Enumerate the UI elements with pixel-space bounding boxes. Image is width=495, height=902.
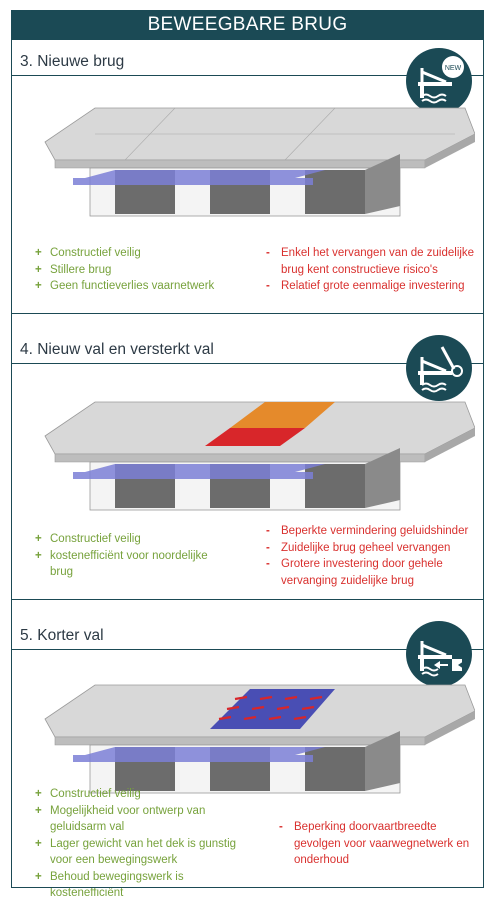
section-bottom-border [11, 887, 484, 888]
shorter-span-icon [418, 641, 464, 677]
pro-item: +Behoud bewegingswerk is kostenefficiënt [35, 870, 184, 900]
pro-item: +Constructief veilig [35, 788, 141, 800]
section-new-and-reinforced-span: 4. Nieuw val en versterkt val +Construct… [11, 313, 484, 599]
panel-left-border [11, 313, 12, 599]
cons-list: -Enkel het vervangen van de zuidelijke b… [266, 245, 476, 295]
pros-list: +Constructief veilig +Stillere brug +Gee… [35, 245, 245, 295]
cons-list: -Beperkte vermindering geluidshinder -Zu… [266, 523, 476, 589]
pro-item: +Constructief veilig [35, 247, 141, 259]
panel-right-border [483, 599, 484, 888]
pros-list: +Constructief veilig +kostenefficiënt vo… [35, 531, 215, 581]
con-item: -Enkel het vervangen van de zuidelijke b… [266, 247, 475, 276]
page-header: BEWEEGBARE BRUG [11, 10, 484, 40]
con-item: -Relatief grote eenmalige investering [266, 280, 465, 292]
con-item: -Zuidelijke brug geheel vervangen [266, 541, 451, 554]
section-title: 3. Nieuwe brug [20, 53, 125, 70]
page-title: BEWEEGBARE BRUG [147, 14, 348, 35]
pro-item: +Stillere brug [35, 263, 112, 276]
crane-bridge-icon [418, 346, 463, 393]
pros-list: +Constructief veilig +Mogelijkheid voor … [35, 786, 250, 902]
cons-list: -Beperking doorvaartbreedte gevolgen voo… [279, 819, 474, 869]
section-top-border [11, 599, 484, 600]
badge [406, 335, 472, 401]
section-divider [11, 649, 484, 650]
pro-item: +Mogelijkheid voor ontwerp van geluidsar… [35, 804, 206, 834]
section-title: 4. Nieuw val en versterkt val [20, 341, 214, 358]
badge [406, 621, 472, 687]
con-item: -Beperking doorvaartbreedte gevolgen voo… [279, 821, 470, 866]
section-divider [11, 75, 484, 76]
pro-item: +kostenefficiënt voor noordelijke brug [35, 549, 208, 579]
panel-right-border [483, 40, 484, 313]
panel-right-border [483, 313, 484, 599]
section-top-border [11, 313, 484, 314]
bridge-illustration [44, 401, 475, 511]
new-bridge-icon: NEW [418, 56, 464, 104]
badge-new-label: NEW [445, 65, 462, 72]
section-title: 5. Korter val [20, 627, 104, 644]
badge: NEW [406, 48, 472, 114]
con-item: -Grotere investering door gehele vervang… [266, 558, 443, 587]
panel-left-border [11, 599, 12, 888]
bridge-illustration [44, 684, 475, 794]
pro-item: +Lager gewicht van het dek is gunstig vo… [35, 837, 237, 867]
bridge-illustration [44, 107, 475, 217]
section-divider [11, 363, 484, 364]
section-new-bridge: 3. Nieuwe brug NEW +Constructief veilig … [11, 40, 484, 313]
panel-left-border [11, 40, 12, 313]
pro-item: +Geen functieverlies vaarnetwerk [35, 280, 215, 292]
section-shorter-span: 5. Korter val [11, 599, 484, 899]
pro-item: +Constructief veilig [35, 533, 141, 545]
con-item: -Beperkte vermindering geluidshinder [266, 525, 469, 537]
